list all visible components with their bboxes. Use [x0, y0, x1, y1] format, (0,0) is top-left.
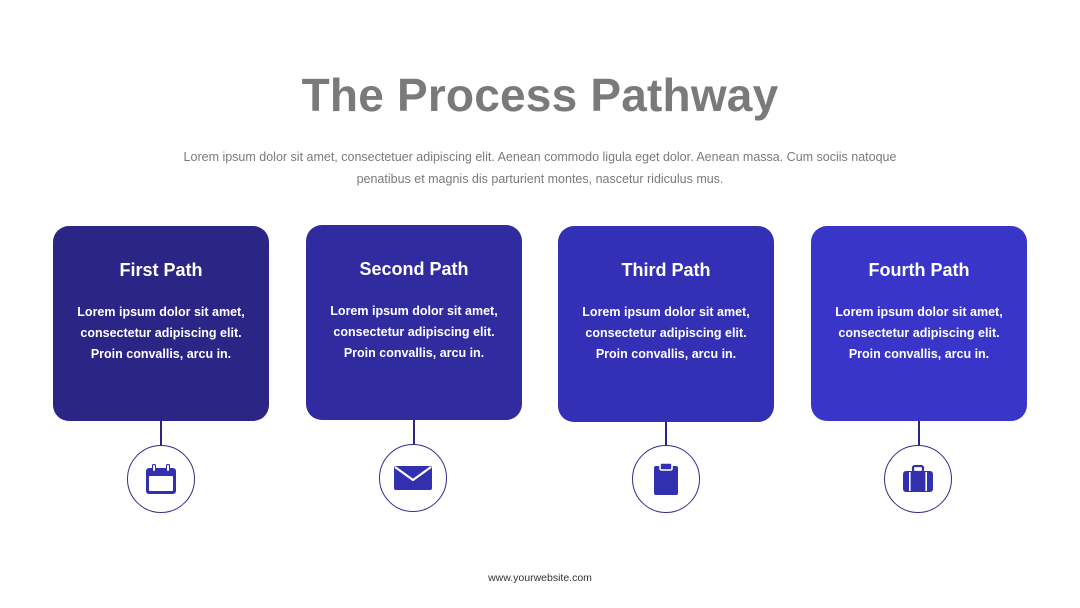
website-link[interactable]: www.yourwebsite.com: [488, 572, 592, 584]
envelope-icon: [394, 466, 432, 490]
step-card-third: Third Path Lorem ipsum dolor sit amet, c…: [558, 226, 774, 422]
step-card-second: Second Path Lorem ipsum dolor sit amet, …: [306, 225, 522, 420]
calendar-icon: [146, 464, 176, 494]
step-description: Lorem ipsum dolor sit amet, consectetur …: [77, 305, 245, 361]
step-connector: [918, 421, 920, 445]
step-icon-circle: [127, 445, 195, 513]
step-description: Lorem ipsum dolor sit amet, consectetur …: [582, 305, 750, 361]
step-card-first: First Path Lorem ipsum dolor sit amet, c…: [53, 226, 269, 421]
step-card-fourth: Fourth Path Lorem ipsum dolor sit amet, …: [811, 226, 1027, 421]
step-icon-circle: [884, 445, 952, 513]
step-connector: [665, 422, 667, 445]
step-description: Lorem ipsum dolor sit amet, consectetur …: [330, 304, 498, 360]
step-icon-circle: [632, 445, 700, 513]
step-connector: [160, 421, 162, 445]
step-title: First Path: [119, 260, 203, 280]
step-description: Lorem ipsum dolor sit amet, consectetur …: [835, 305, 1003, 361]
page-title: The Process Pathway: [301, 69, 779, 121]
step-title: Second Path: [359, 259, 469, 279]
step-icon-circle: [379, 444, 447, 512]
clipboard-icon: [654, 462, 678, 495]
page-description: Lorem ipsum dolor sit amet, consectetuer…: [183, 150, 897, 186]
step-title: Fourth Path: [868, 260, 970, 280]
step-title: Third Path: [621, 260, 711, 280]
briefcase-icon: [903, 465, 933, 492]
step-connector: [413, 420, 415, 444]
